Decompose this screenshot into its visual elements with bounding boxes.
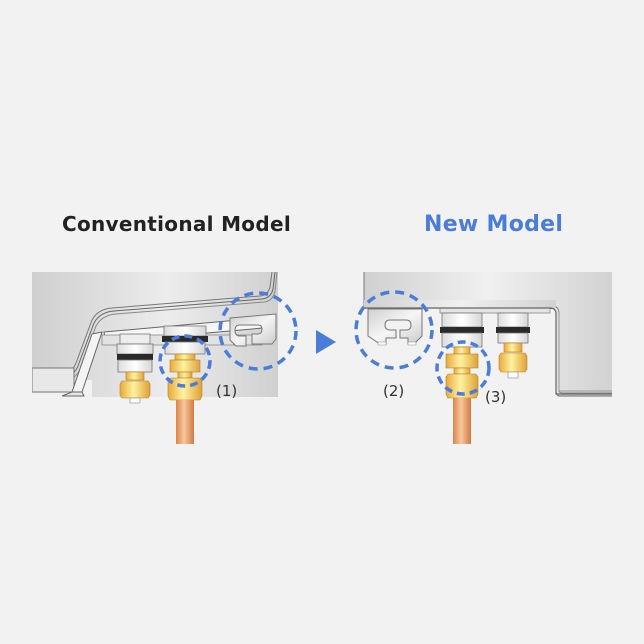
triangle-right-icon — [316, 330, 336, 358]
mounting-bracket — [367, 308, 423, 346]
narrow-service-valve — [496, 312, 530, 379]
wide-service-valve — [440, 312, 484, 399]
callout-circle-bracket — [218, 291, 298, 371]
callout-label-2: (2) — [383, 382, 405, 400]
copper-pipe — [176, 400, 194, 444]
new-model-illustration — [340, 272, 612, 444]
title-conventional-model: Conventional Model — [62, 212, 291, 236]
callout-circle-bracket — [354, 290, 434, 370]
callout-label-1: (1) — [216, 382, 238, 400]
callout-label-3: (3) — [485, 388, 507, 406]
copper-pipe — [453, 398, 471, 444]
callout-circle-valve — [435, 340, 491, 396]
title-new-model: New Model — [424, 212, 564, 237]
unit-casing — [32, 272, 302, 444]
mounting-bracket — [229, 313, 277, 347]
narrow-service-valve — [116, 333, 154, 404]
callout-circle-valve — [158, 334, 212, 388]
conventional-model-illustration — [32, 272, 302, 444]
